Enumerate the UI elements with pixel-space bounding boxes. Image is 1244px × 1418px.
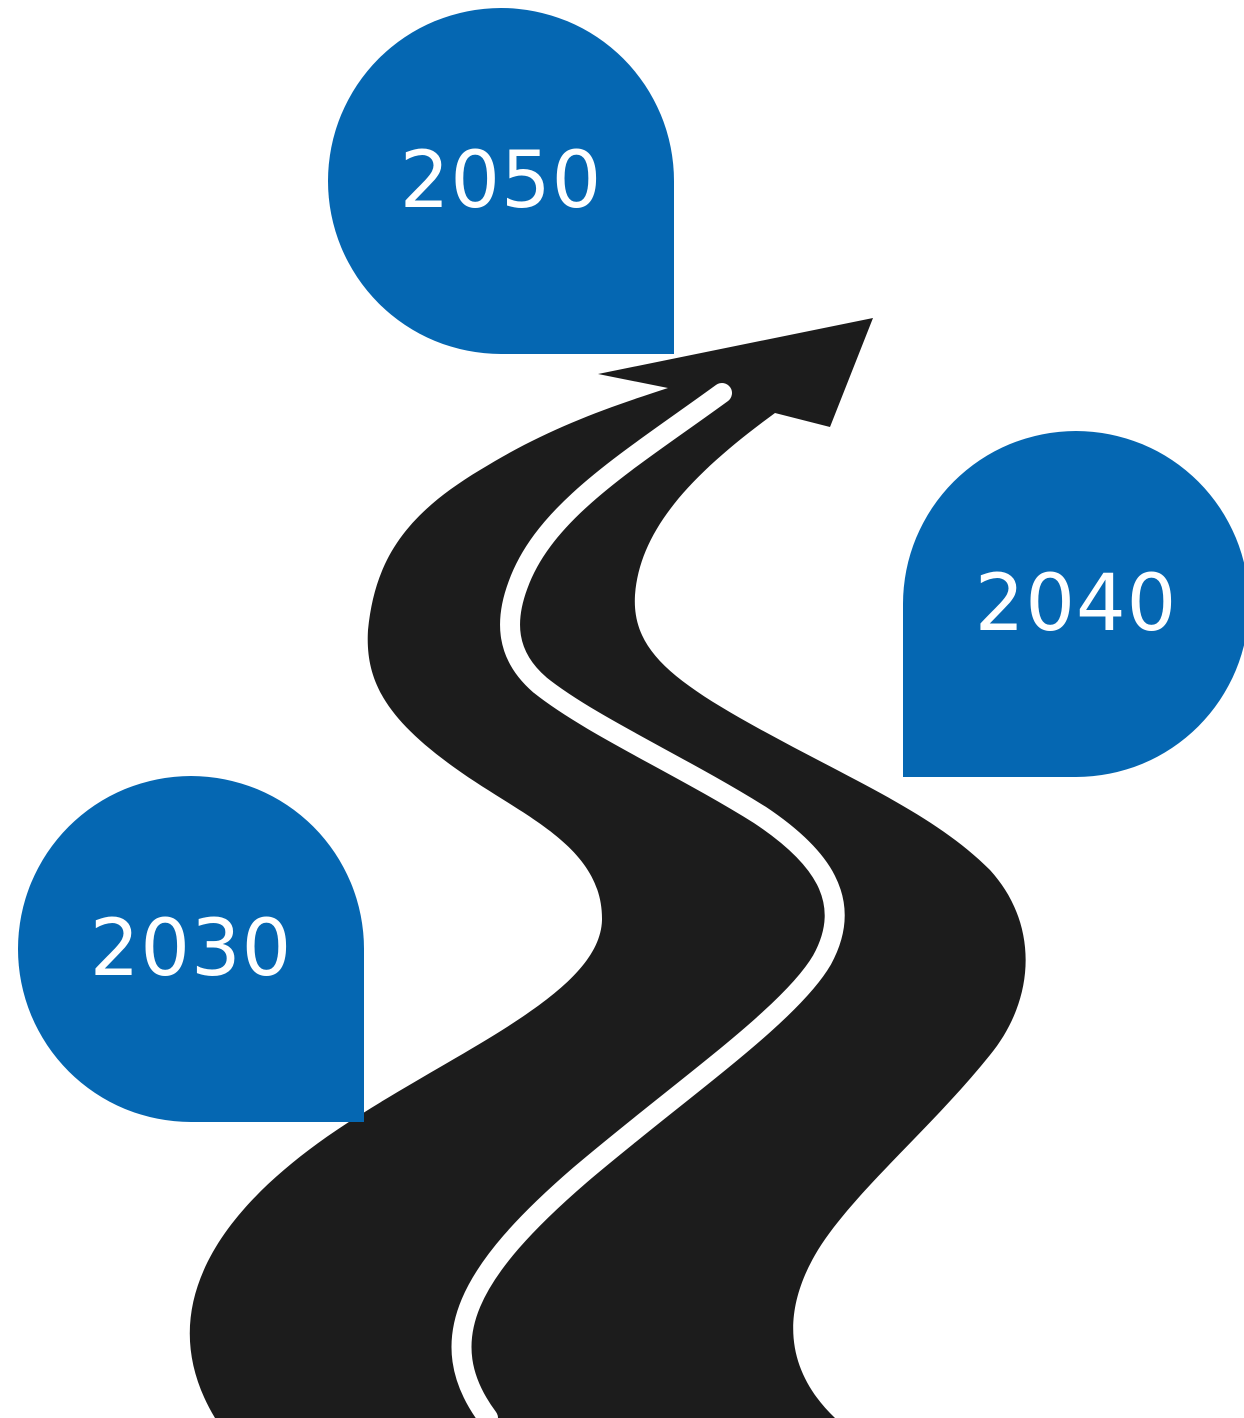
winding-road-arrow-icon [189,318,1026,1418]
road-lane-line [451,383,845,1418]
milestone-label: 2050 [399,136,603,226]
milestone-label: 2040 [974,559,1178,649]
milestone-2030-marker: 2030 [18,776,364,1122]
milestone-2050-marker: 2050 [328,8,674,354]
milestone-2040-marker: 2040 [903,431,1244,777]
road-shape [189,318,1026,1418]
milestone-label: 2030 [89,904,293,994]
